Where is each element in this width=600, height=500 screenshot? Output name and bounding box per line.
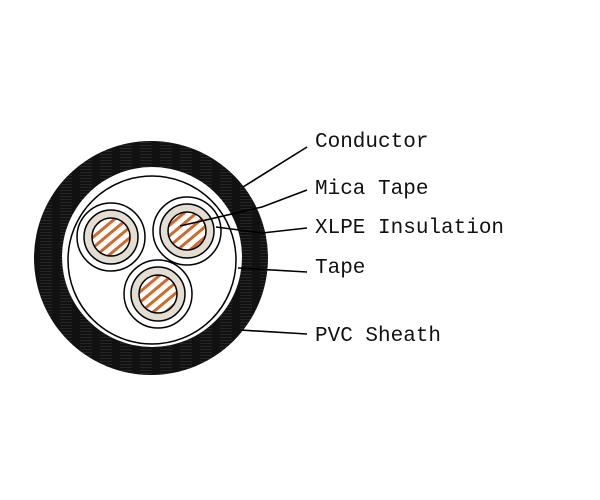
label-conductor: Conductor [315,131,429,154]
label-mica-tape: Mica Tape [315,178,429,201]
leader-line-pvc-sheath [239,329,308,335]
inner-tape-line [67,175,237,345]
label-pvc-sheath: PVC Sheath [315,325,442,348]
cable-core [152,196,222,266]
label-tape: Tape [315,257,366,280]
label-xlpe-insulation: XLPE Insulation [315,217,505,240]
conductor [167,211,207,251]
cable-core [123,259,193,329]
leader-line-mica-tape [179,189,308,227]
cable-core [76,202,146,272]
conductor [138,274,178,314]
leader-line-conductor [242,146,308,188]
leader-lines [179,146,308,335]
leader-line-xlpe-insulation [215,226,308,234]
leader-line-tape [237,267,308,273]
conductor [91,217,131,257]
